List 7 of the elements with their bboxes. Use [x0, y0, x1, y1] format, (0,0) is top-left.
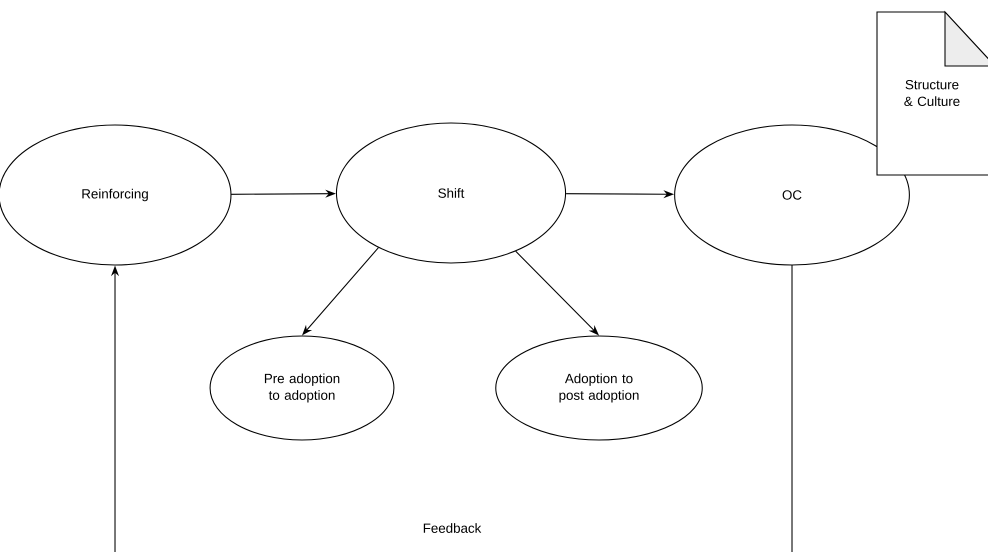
- ellipse-node: OC: [674, 124, 910, 266]
- edge-label: Feedback: [421, 522, 483, 534]
- ellipse-node: Adoption to post adoption: [495, 335, 703, 441]
- ellipse-node: Shift: [336, 122, 566, 264]
- node-label: Structure & Culture: [904, 80, 960, 106]
- ellipse-node: Pre adoption to adoption: [210, 335, 394, 441]
- arrow: [110, 266, 793, 552]
